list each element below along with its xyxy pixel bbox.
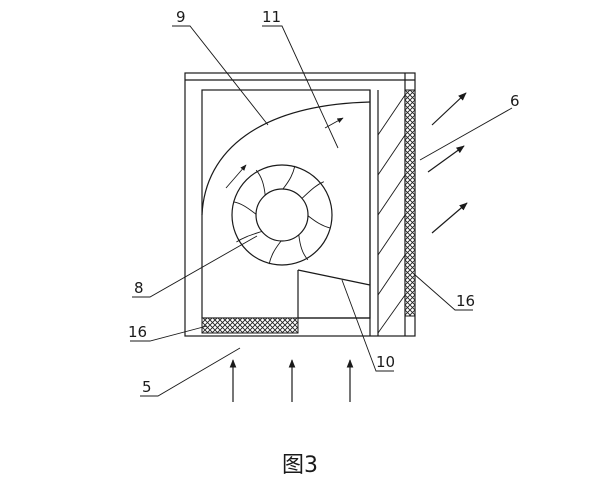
label-6: 6: [510, 92, 520, 110]
heat-exchanger: [369, 90, 406, 336]
fan-impeller: [231, 164, 333, 266]
internal-airflow-arrow-left: [225, 164, 247, 189]
filter-mesh-right: [404, 89, 416, 317]
housing: [184, 72, 416, 337]
label-11: 11: [262, 8, 281, 26]
filter-mesh-bottom: [201, 317, 299, 334]
label-9: 9: [176, 8, 186, 26]
leader-lines: [130, 25, 513, 397]
label-8: 8: [134, 279, 144, 297]
volute-casing: [201, 101, 371, 318]
label-16-left: 16: [128, 323, 147, 341]
label-16-right: 16: [456, 292, 475, 310]
inlet-arrows: [229, 359, 354, 402]
outlet-arrows: [427, 92, 468, 234]
label-5: 5: [142, 378, 152, 396]
figure-caption: 图3: [282, 453, 318, 478]
label-10: 10: [376, 353, 395, 371]
